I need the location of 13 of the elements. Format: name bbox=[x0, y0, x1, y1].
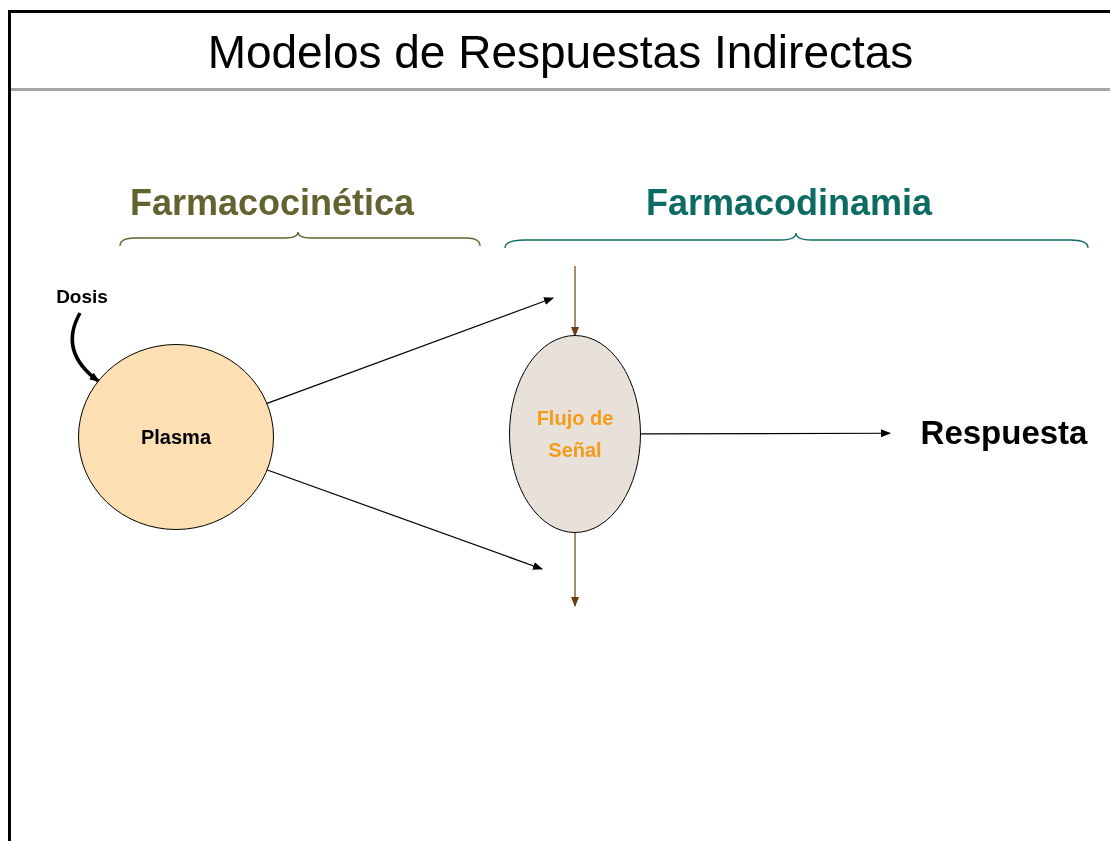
arrow bbox=[266, 469, 543, 570]
arrow bbox=[571, 531, 579, 607]
section-heading: Farmacodinamia bbox=[646, 181, 933, 225]
arrow bbox=[265, 297, 554, 405]
node-label: Plasma bbox=[140, 425, 212, 450]
node-label: Flujo de Señal bbox=[535, 406, 615, 463]
response-label: Respuesta bbox=[919, 413, 1088, 454]
arrow bbox=[70, 312, 100, 383]
slide-title: Modelos de Respuestas Indirectas bbox=[206, 25, 915, 80]
arrow bbox=[639, 429, 891, 438]
section-heading: Farmacocinética bbox=[130, 181, 415, 225]
dose-label: Dosis bbox=[56, 284, 108, 309]
arrow bbox=[571, 265, 579, 337]
